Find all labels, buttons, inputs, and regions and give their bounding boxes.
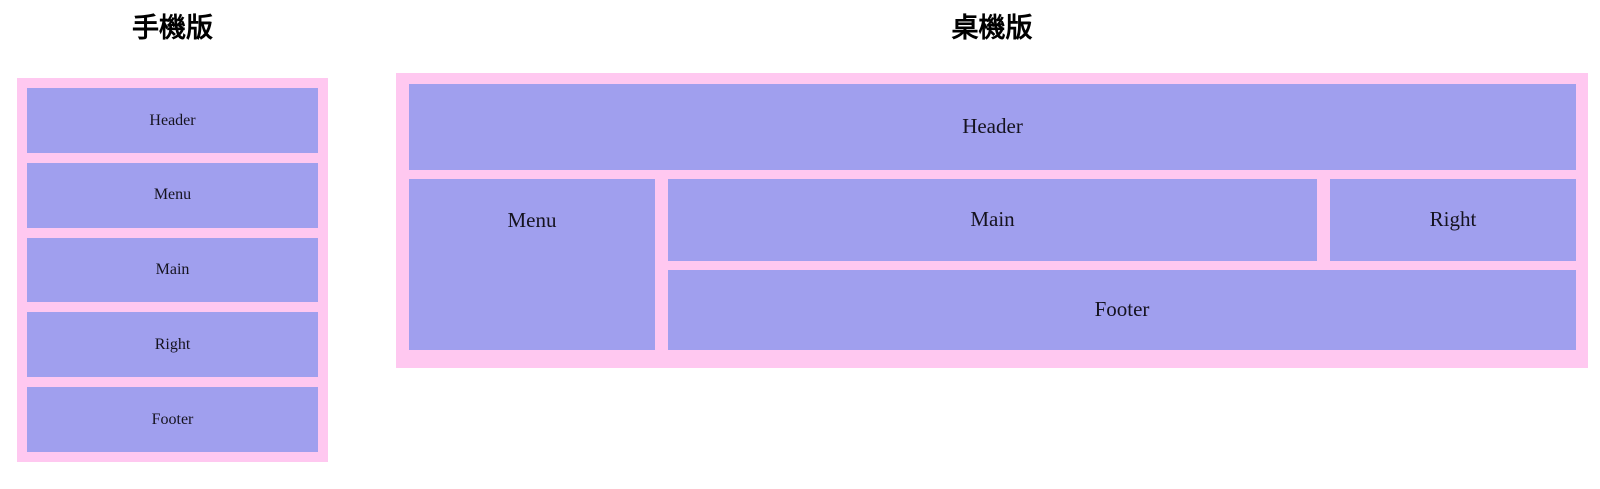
mobile-block-right: Right (27, 312, 318, 378)
desktop-block-footer: Footer (668, 270, 1576, 350)
mobile-block-menu: Menu (27, 162, 318, 228)
desktop-layout-title: 桌機版 (951, 13, 1033, 44)
mobile-layout-wireframe: Header Menu Main Right Footer (17, 78, 328, 462)
desktop-block-right: Right (1330, 179, 1576, 261)
desktop-layout-wireframe: Header Menu Main Right Footer (396, 73, 1588, 368)
desktop-block-main: Main (668, 179, 1317, 261)
mobile-block-main: Main (27, 237, 318, 303)
desktop-block-header: Header (409, 84, 1576, 170)
mobile-block-header: Header (27, 88, 318, 153)
mobile-block-footer: Footer (27, 387, 318, 452)
desktop-block-menu: Menu (409, 179, 655, 350)
mobile-layout-title: 手機版 (132, 13, 213, 44)
